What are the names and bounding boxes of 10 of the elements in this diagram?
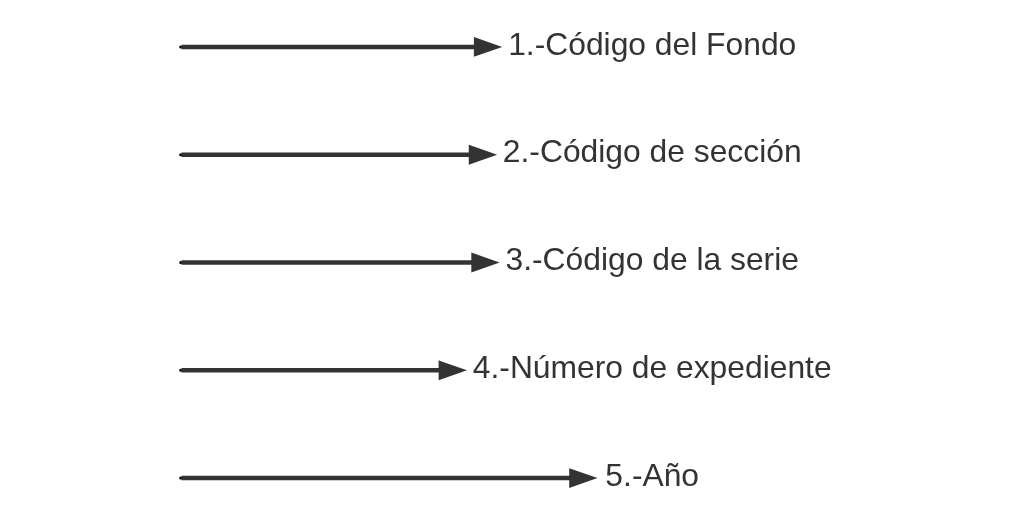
arrow bbox=[180, 37, 502, 57]
node-text: 1.-Código del Fondo bbox=[507, 25, 796, 62]
arrow bbox=[180, 360, 467, 381]
node-text: 2.-Código de sección bbox=[502, 133, 802, 170]
node-text: 3.-Código de la serie bbox=[505, 241, 799, 278]
arrow bbox=[180, 468, 598, 488]
arrow bbox=[180, 144, 497, 165]
node-text: 5.-Año bbox=[604, 456, 699, 493]
node-text: 4.-Número de expediente bbox=[472, 349, 832, 386]
arrow bbox=[180, 252, 500, 273]
